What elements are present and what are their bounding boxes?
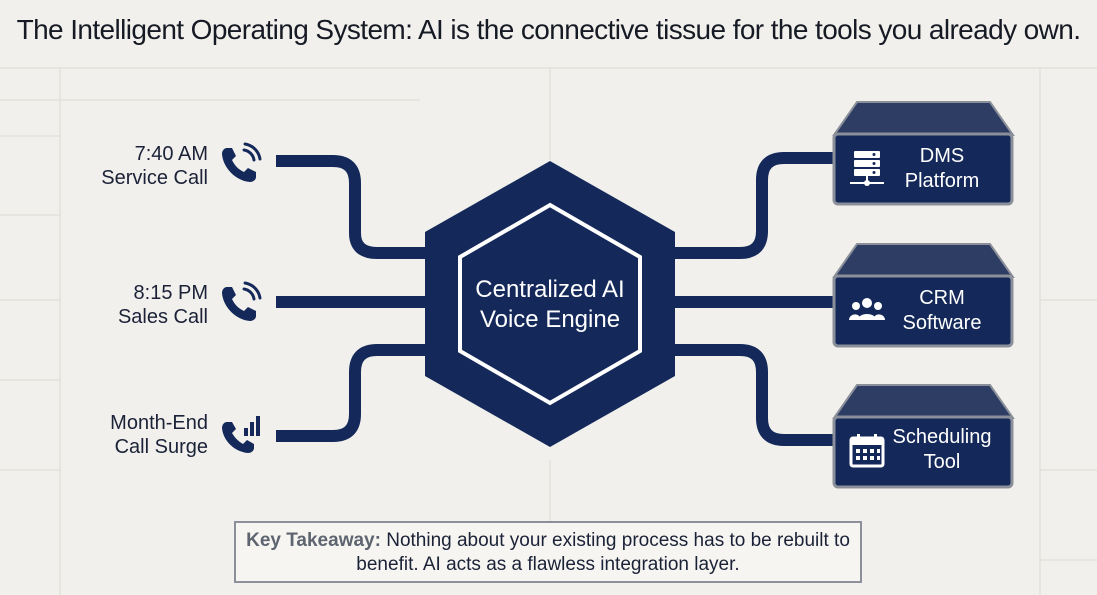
system-box-scheduling (832, 384, 1015, 489)
system-name: DMS (919, 145, 965, 167)
key-takeaway-label: Key Takeaway: (246, 530, 381, 551)
caller-service-call: 7:40 AM Service Call (18, 142, 208, 190)
caller-time: 7:40 AM (134, 143, 208, 165)
key-takeaway-text: Nothing about your existing process has … (356, 530, 850, 575)
system-name: Scheduling (892, 426, 992, 448)
system-label-scheduling: Scheduling Tool (877, 425, 1007, 475)
phone-ringing-icon (222, 142, 262, 182)
caller-call-surge: Month-End Call Surge (18, 411, 208, 459)
system-label-crm: CRM Software (877, 286, 1007, 336)
caller-type: Sales Call (117, 306, 208, 328)
system-name-sub: Software (902, 312, 982, 334)
connector-dms (660, 152, 845, 259)
system-box-crm (832, 243, 1015, 348)
system-name-sub: Platform (904, 170, 980, 192)
connector-call-surge (276, 344, 440, 442)
users-icon (849, 298, 885, 320)
phone-signal-icon (222, 416, 260, 453)
engine-label-line1: Centralized AI (475, 276, 625, 303)
engine-label: Centralized AI Voice Engine (445, 275, 655, 335)
caller-sales-call: 8:15 PM Sales Call (18, 281, 208, 329)
system-name: CRM (919, 287, 965, 309)
connector-service-call (276, 155, 440, 259)
calendar-icon (849, 434, 885, 468)
caller-time: Month-End (110, 412, 208, 434)
engine-hexagon-inner-border (458, 202, 642, 406)
system-name-sub: Tool (923, 451, 961, 473)
connector-scheduling (660, 344, 845, 446)
caller-type: Call Surge (114, 436, 208, 458)
phone-ringing-icon (222, 281, 262, 321)
page-title: The Intelligent Operating System: AI is … (16, 14, 1081, 45)
caller-type: Service Call (101, 167, 208, 189)
engine-label-line2: Voice Engine (479, 306, 621, 333)
caller-time: 8:15 PM (133, 282, 208, 304)
server-icon (850, 151, 884, 186)
engine-hexagon (425, 161, 675, 447)
system-label-dms: DMS Platform (877, 144, 1007, 194)
key-takeaway-box: Key Takeaway: Nothing about your existin… (234, 521, 862, 583)
